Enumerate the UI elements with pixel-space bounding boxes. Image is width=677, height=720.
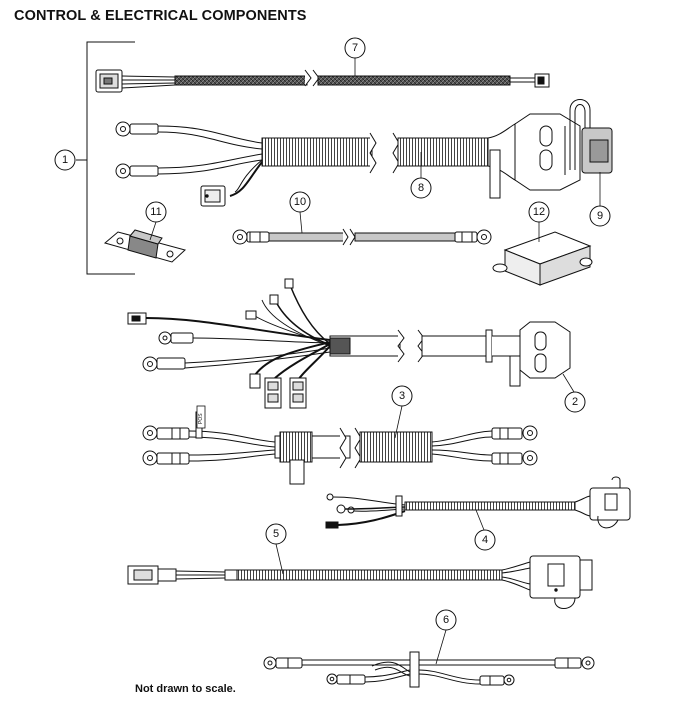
part-9-plug-cover	[569, 99, 613, 174]
svg-text:5: 5	[273, 528, 279, 540]
group-bracket	[76, 41, 135, 275]
svg-text:2: 2	[572, 396, 578, 408]
svg-text:3: 3	[399, 390, 405, 402]
callout-10: 10	[289, 191, 311, 213]
callout-6: 6	[435, 609, 457, 631]
callout-7: 7	[344, 37, 366, 59]
callout-12: 12	[528, 201, 550, 223]
svg-text:9: 9	[597, 210, 603, 222]
svg-text:12: 12	[533, 206, 545, 218]
callout-9: 9	[589, 205, 611, 227]
part-10-ground-cable	[232, 228, 492, 246]
callout-4: 4	[474, 529, 496, 551]
callout-5: 5	[265, 523, 287, 545]
pos-label-tag	[196, 405, 206, 429]
part-11-fuse	[103, 229, 187, 263]
part-5-vehicle-harness	[127, 555, 593, 609]
svg-text:1: 1	[62, 154, 68, 166]
callout-1: 1	[54, 149, 76, 171]
part-3-battery-cables	[142, 411, 538, 485]
page-title: CONTROL & ELECTRICAL COMPONENTS	[14, 8, 307, 24]
callout-3: 3	[391, 385, 413, 407]
callout-2: 2	[564, 391, 586, 413]
svg-text:6: 6	[443, 614, 449, 626]
part-12-control-module	[492, 231, 593, 286]
part-8-main-harness	[115, 113, 581, 207]
part-2-control-harness	[127, 278, 571, 409]
pos-label-text: POS	[198, 413, 204, 424]
svg-text:7: 7	[352, 42, 358, 54]
svg-text:11: 11	[150, 206, 161, 218]
callout-11: 11	[145, 201, 167, 223]
part-7-braided-harness	[95, 69, 550, 93]
part-4-headlamp-harness	[325, 476, 631, 529]
part-6-jumper-cable	[263, 651, 595, 688]
scale-note: Not drawn to scale.	[135, 683, 236, 695]
svg-text:4: 4	[482, 534, 488, 546]
svg-text:10: 10	[294, 196, 306, 208]
callout-8: 8	[410, 177, 432, 199]
leader-lines	[149, 58, 601, 665]
svg-text:8: 8	[418, 182, 424, 194]
